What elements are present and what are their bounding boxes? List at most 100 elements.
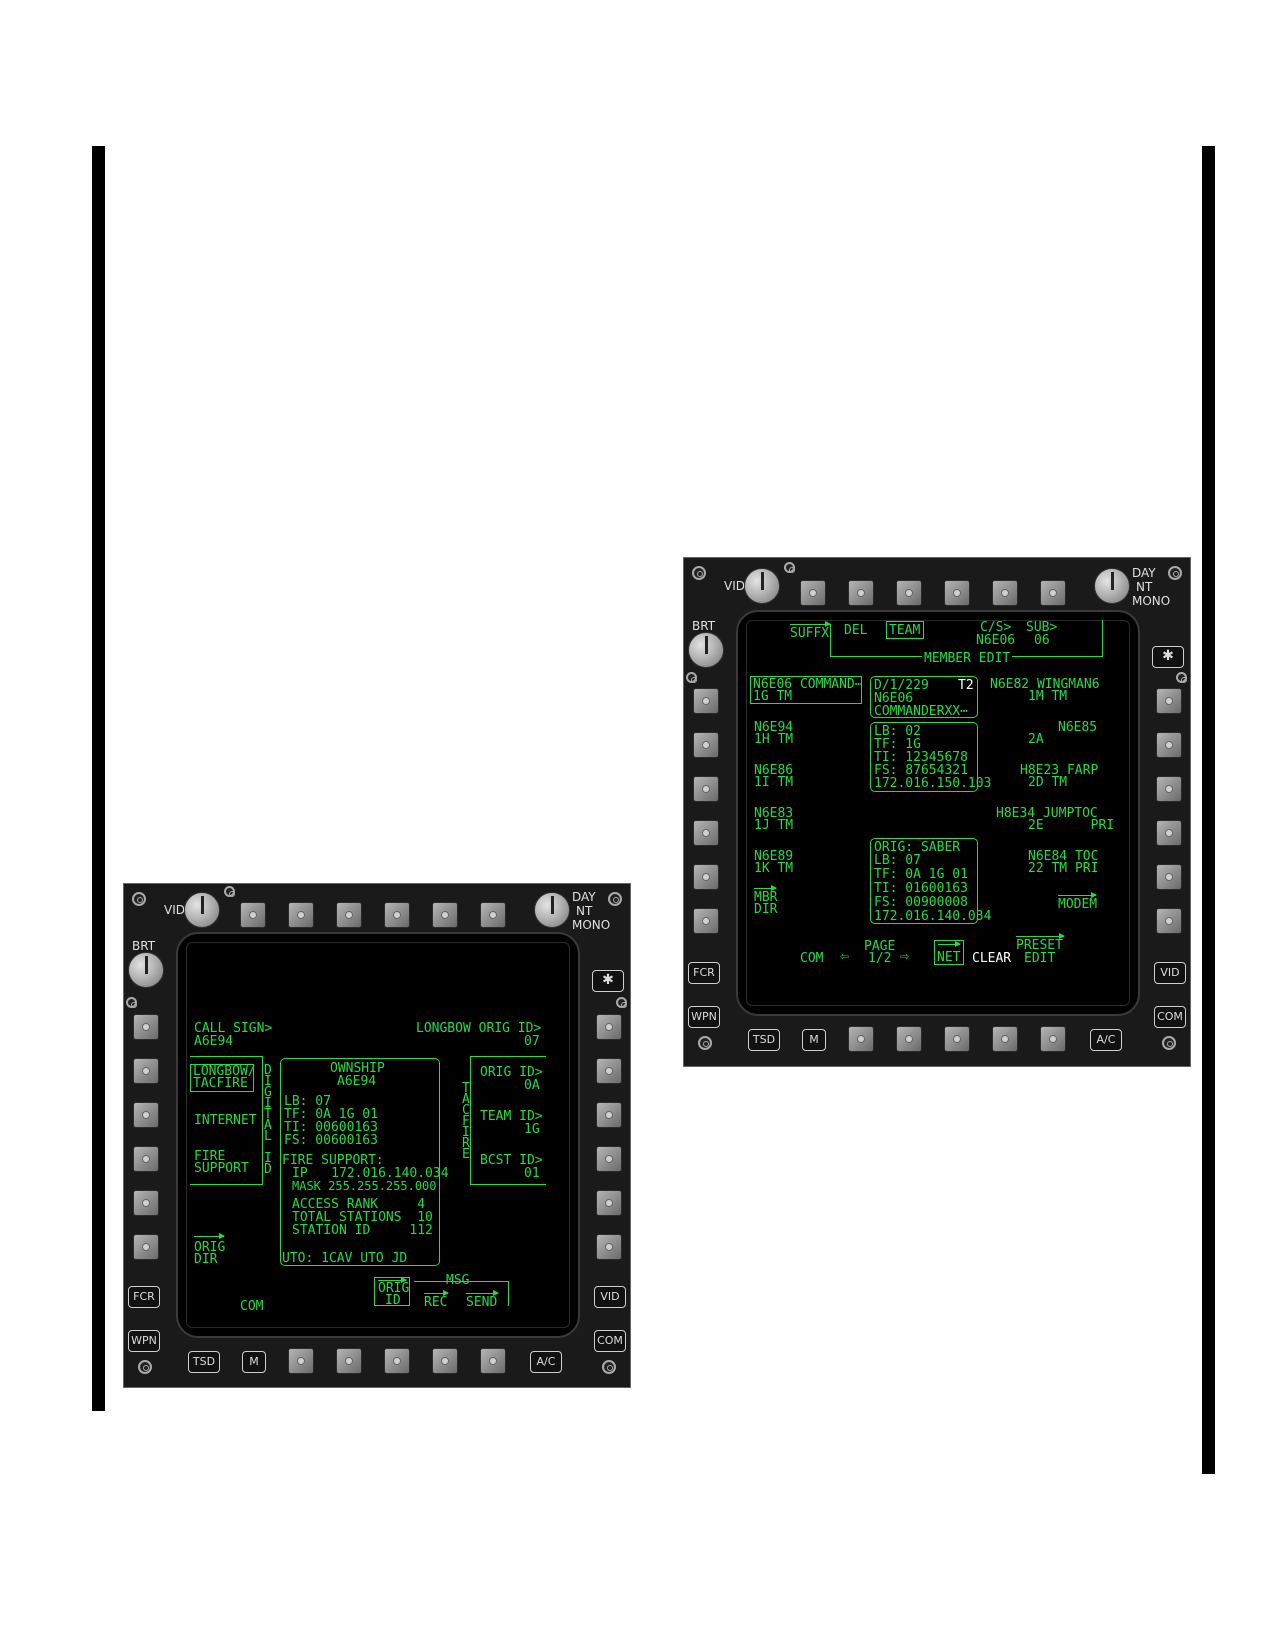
member-r4[interactable]: H8E34 JUMPTOC: [996, 806, 1098, 821]
bezel-button-t6[interactable]: [1040, 580, 1066, 606]
member-l4[interactable]: N6E83: [754, 806, 794, 821]
member-l2[interactable]: N6E94: [754, 720, 794, 735]
bezel-button-t6[interactable]: [480, 902, 506, 928]
member-r1[interactable]: N6E82 WINGMAN6: [990, 677, 1100, 692]
orig-dir-label[interactable]: ORIG: [194, 1240, 226, 1255]
bezel-button-l3[interactable]: [133, 1102, 159, 1128]
vid-knob[interactable]: [184, 892, 220, 928]
m-button[interactable]: M: [242, 1351, 266, 1373]
bezel-button-t1[interactable]: [240, 902, 266, 928]
bezel-button-t1[interactable]: [800, 580, 826, 606]
bezel-button-r2[interactable]: [1156, 732, 1182, 758]
bezel-button-r1[interactable]: [596, 1014, 622, 1040]
fcr-button[interactable]: FCR: [688, 962, 720, 984]
bezel-button-t2[interactable]: [848, 580, 874, 606]
bezel-button-b5[interactable]: [1040, 1026, 1066, 1052]
bezel-button-b4[interactable]: [432, 1348, 458, 1374]
selected-member-box[interactable]: [750, 676, 862, 704]
clear-option[interactable]: CLEAR: [972, 951, 1012, 966]
suffx-option[interactable]: SUFFX: [790, 626, 830, 641]
bezel-button-b2[interactable]: [336, 1348, 362, 1374]
bezel-button-l6[interactable]: [693, 908, 719, 934]
orig-id-button-box[interactable]: [374, 1277, 410, 1306]
bezel-button-r5[interactable]: [1156, 864, 1182, 890]
send-option[interactable]: SEND: [466, 1295, 498, 1310]
brt-knob[interactable]: [128, 952, 164, 988]
bezel-button-b1[interactable]: [288, 1348, 314, 1374]
net-button-box[interactable]: [934, 940, 964, 965]
member-r5[interactable]: N6E84 TOC: [1028, 849, 1099, 864]
bezel-button-l3[interactable]: [693, 776, 719, 802]
com-button[interactable]: COM: [1154, 1006, 1186, 1028]
bezel-button-b3[interactable]: [944, 1026, 970, 1052]
bezel-button-t3[interactable]: [896, 580, 922, 606]
bezel-button-t5[interactable]: [992, 580, 1018, 606]
wpn-button[interactable]: WPN: [688, 1006, 720, 1028]
bezel-button-r6[interactable]: [1156, 908, 1182, 934]
team-selected-box[interactable]: [886, 621, 924, 639]
bezel-button-l2[interactable]: [693, 732, 719, 758]
wpn-button[interactable]: WPN: [128, 1330, 160, 1352]
member-l5[interactable]: N6E89: [754, 849, 794, 864]
bezel-button-b2[interactable]: [896, 1026, 922, 1052]
rec-option[interactable]: REC: [424, 1295, 448, 1310]
bezel-button-l1[interactable]: [133, 1014, 159, 1040]
mbr-dir-option[interactable]: MBR: [754, 890, 778, 905]
longbow-tacfire-selected-box[interactable]: [190, 1064, 254, 1092]
bezel-button-t5[interactable]: [432, 902, 458, 928]
bezel-button-l2[interactable]: [133, 1058, 159, 1084]
bezel-button-r3[interactable]: [596, 1102, 622, 1128]
modem-option[interactable]: MODEM: [1058, 897, 1098, 912]
tsd-button[interactable]: TSD: [748, 1029, 780, 1051]
bezel-button-r3[interactable]: [1156, 776, 1182, 802]
vid-button[interactable]: VID: [1154, 962, 1186, 984]
fire-support-option[interactable]: FIRE: [194, 1149, 226, 1164]
mono-label: MONO: [1132, 594, 1171, 608]
preset-edit-option[interactable]: PRESET: [1016, 938, 1063, 953]
mode-knob[interactable]: [1094, 568, 1130, 604]
com-button[interactable]: COM: [594, 1330, 626, 1352]
del-option[interactable]: DEL: [844, 623, 868, 638]
page-left-arrow-icon[interactable]: ⇦: [840, 947, 850, 965]
screw-icon: [616, 997, 627, 1008]
bezel-button-t3[interactable]: [336, 902, 362, 928]
bezel-button-r2[interactable]: [596, 1058, 622, 1084]
tsd-button[interactable]: TSD: [188, 1351, 220, 1373]
bezel-button-t4[interactable]: [944, 580, 970, 606]
bezel-button-b4[interactable]: [992, 1026, 1018, 1052]
mode-knob[interactable]: [534, 892, 570, 928]
ac-button[interactable]: A/C: [530, 1351, 562, 1373]
m-button[interactable]: M: [802, 1029, 826, 1051]
bezel-button-t2[interactable]: [288, 902, 314, 928]
bezel-button-r4[interactable]: [596, 1146, 622, 1172]
brt-knob[interactable]: [688, 632, 724, 668]
bezel-button-l4[interactable]: [693, 820, 719, 846]
bezel-button-t4[interactable]: [384, 902, 410, 928]
member-r3[interactable]: H8E23 FARP: [1020, 763, 1099, 778]
ac-button[interactable]: A/C: [1090, 1029, 1122, 1051]
fcr-button[interactable]: FCR: [128, 1286, 160, 1308]
bezel-button-r5[interactable]: [596, 1190, 622, 1216]
bezel-button-r6[interactable]: [596, 1234, 622, 1260]
brt-knob-label: BRT: [132, 939, 156, 953]
vid-knob[interactable]: [744, 568, 780, 604]
page-right-arrow-icon[interactable]: ⇨: [900, 947, 910, 965]
bezel-button-l1[interactable]: [693, 688, 719, 714]
member-l3[interactable]: N6E86: [754, 763, 794, 778]
msg-label: MSG: [446, 1273, 470, 1288]
bezel-button-l5[interactable]: [133, 1190, 159, 1216]
bezel-button-r1[interactable]: [1156, 688, 1182, 714]
bezel-button-b5[interactable]: [480, 1348, 506, 1374]
bezel-button-r4[interactable]: [1156, 820, 1182, 846]
bezel-button-b1[interactable]: [848, 1026, 874, 1052]
vid-button[interactable]: VID: [594, 1286, 626, 1308]
internet-option[interactable]: INTERNET: [194, 1113, 257, 1128]
star-button[interactable]: ✱: [1152, 646, 1184, 668]
net-option: NET: [937, 950, 961, 965]
star-button[interactable]: ✱: [592, 970, 624, 992]
bezel-button-l4[interactable]: [133, 1146, 159, 1172]
bezel-button-l6[interactable]: [133, 1234, 159, 1260]
member-r2[interactable]: N6E85: [1058, 720, 1098, 735]
bezel-button-l5[interactable]: [693, 864, 719, 890]
bezel-button-b3[interactable]: [384, 1348, 410, 1374]
